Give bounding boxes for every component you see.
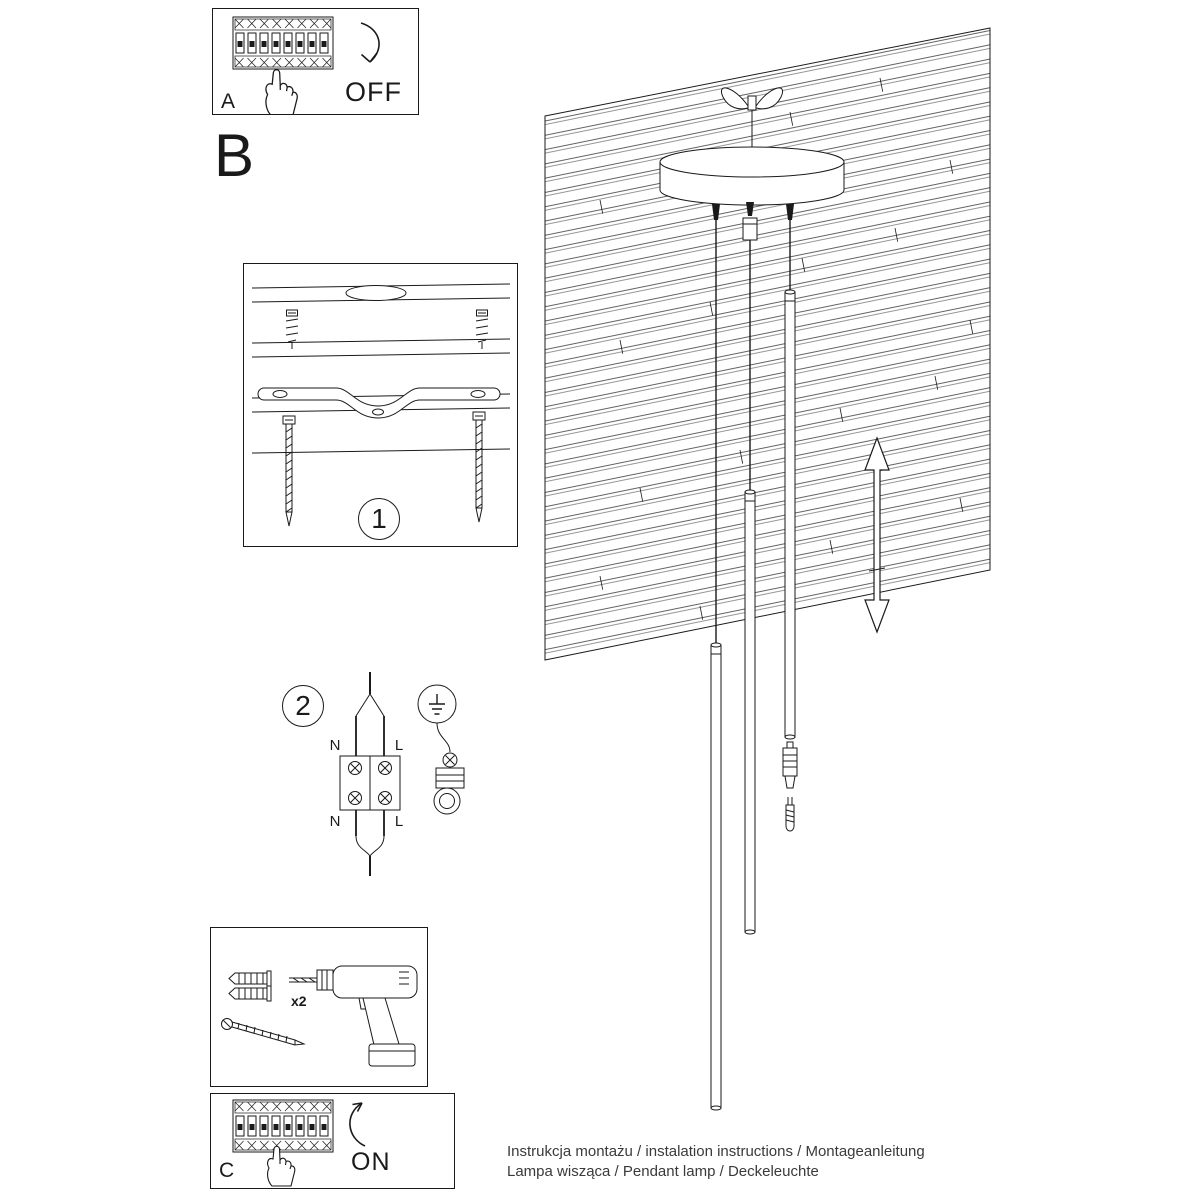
strain-relief — [742, 217, 758, 241]
step-2-badge: 2 — [282, 685, 324, 727]
mounting-bracket — [257, 387, 501, 419]
footer-captions: Instrukcja montażu / instalation instruc… — [507, 1142, 925, 1182]
footer-line-2: Lampa wisząca / Pendant lamp / Deckeleuc… — [507, 1163, 819, 1180]
live-label-bottom: L — [394, 813, 404, 830]
light-bulb-icon — [785, 797, 795, 832]
wall-plug-icon — [228, 985, 272, 1002]
earth-clamp — [433, 722, 465, 815]
anchor-screw-icon — [221, 1018, 306, 1046]
on-label: ON — [351, 1148, 391, 1176]
section-b-label: B — [214, 122, 255, 189]
panel-wiring: 2 N L N L — [270, 668, 490, 883]
step-1-badge: 1 — [358, 498, 400, 540]
terminal-block — [339, 755, 401, 811]
bulb-socket — [782, 741, 798, 789]
pendant-tube-left — [710, 642, 722, 1111]
pendant-lamp-illustration — [544, 27, 991, 1111]
breaker-panel-icon — [232, 1099, 334, 1153]
ceiling-hole — [345, 285, 407, 301]
neutral-label-bottom: N — [329, 813, 341, 830]
wall-plug-icon — [228, 970, 272, 987]
pendant-tube-middle — [744, 489, 756, 935]
mounting-illustration — [251, 283, 511, 527]
wall-anchor-icon — [285, 309, 299, 350]
neutral-label-top: N — [329, 737, 341, 754]
wiring-illustration — [339, 672, 465, 876]
pendant-tube-right — [784, 289, 796, 740]
wall-anchor-icon — [475, 309, 489, 350]
panel-power-off: OFF A — [212, 8, 419, 115]
plug-count-label: x2 — [291, 993, 307, 1009]
turn-on-arrow-icon — [349, 1102, 366, 1147]
ceiling-hook-icon — [720, 87, 784, 148]
breaker-panel-icon — [232, 16, 334, 70]
ceiling-boards — [251, 283, 511, 454]
canopy — [659, 146, 845, 206]
step-a-label: A — [221, 90, 236, 113]
off-label: OFF — [345, 77, 402, 107]
mounting-screw-icon — [472, 411, 486, 523]
mounting-screw-icon — [282, 415, 296, 527]
earth-symbol-icon — [417, 684, 457, 724]
mains-cable-top — [355, 672, 385, 756]
pointing-hand-icon — [265, 69, 298, 114]
suspension-cables — [715, 220, 791, 645]
step-c-label: C — [219, 1159, 235, 1182]
ceiling-perspective — [544, 27, 991, 661]
cable-grommets — [712, 202, 794, 220]
height-adjust-arrow-icon — [864, 436, 890, 634]
panel-tools: x2 — [210, 927, 428, 1087]
footer-line-1: Instrukcja montażu / instalation instruc… — [507, 1143, 925, 1160]
power-on-illustration — [232, 1099, 366, 1187]
power-drill-icon — [289, 965, 418, 1067]
live-label-top: L — [394, 737, 404, 754]
panel-mounting: 1 — [243, 263, 518, 547]
tools-illustration — [221, 965, 418, 1067]
mains-cable-bottom — [355, 810, 385, 876]
power-off-illustration — [232, 16, 380, 114]
turn-off-arrow-icon — [360, 22, 380, 63]
panel-power-on: ON C — [210, 1093, 455, 1189]
